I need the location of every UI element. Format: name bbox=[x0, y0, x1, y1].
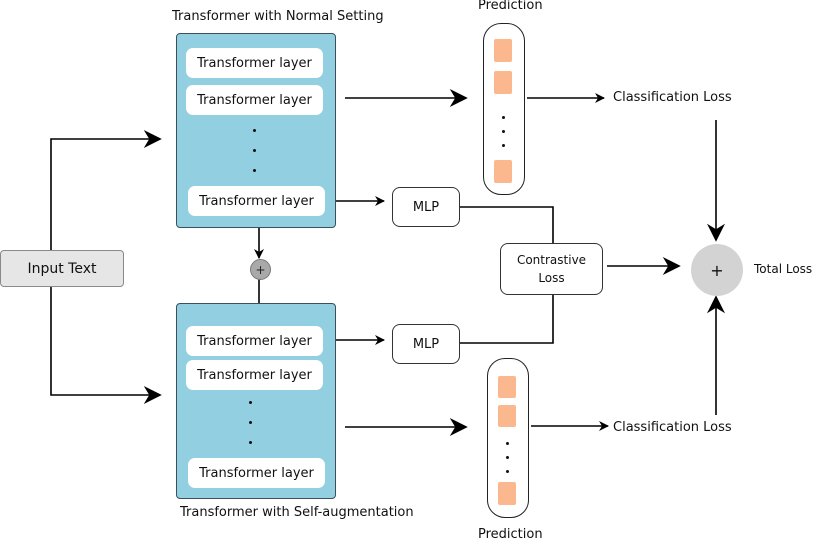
ellipsis-dot bbox=[506, 470, 509, 473]
add-node: + bbox=[250, 259, 271, 280]
contrastive-loss-line2: Loss bbox=[538, 271, 565, 285]
ellipsis-dot bbox=[249, 401, 252, 404]
total-loss-label: Total Loss bbox=[754, 262, 813, 276]
contrastive-loss-box: Contrastive Loss bbox=[500, 243, 603, 295]
ellipsis-dot bbox=[253, 149, 256, 152]
prediction-cell bbox=[494, 71, 512, 94]
prediction-cell bbox=[498, 405, 516, 427]
bottom-prediction-label: Prediction bbox=[478, 527, 543, 542]
bottom-transformer-panel: Transformer layer Transformer layer Tran… bbox=[176, 303, 336, 499]
top-transformer-layer-1: Transformer layer bbox=[186, 48, 323, 78]
plus-icon: + bbox=[710, 260, 724, 280]
bottom-transformer-layer-last: Transformer layer bbox=[188, 458, 325, 488]
top-transformer-title: Transformer with Normal Setting bbox=[172, 9, 384, 24]
ellipsis-dot bbox=[502, 144, 505, 147]
top-transformer-layer-last: Transformer layer bbox=[188, 186, 325, 216]
top-transformer-layer-2: Transformer layer bbox=[186, 85, 323, 115]
bottom-prediction-vector bbox=[487, 358, 529, 518]
contrastive-loss-line1: Contrastive bbox=[516, 253, 587, 267]
ellipsis-dot bbox=[506, 442, 509, 445]
bottom-mlp-to-contrastive-line bbox=[459, 293, 554, 344]
ellipsis-dot bbox=[506, 456, 509, 459]
bottom-mlp-box: MLP bbox=[392, 324, 460, 364]
input-to-bottom-arrow bbox=[50, 285, 162, 404]
ellipsis-dot bbox=[249, 441, 252, 444]
top-prediction-vector bbox=[483, 23, 525, 195]
prediction-cell bbox=[498, 376, 516, 398]
top-mlp-to-contrastive-line bbox=[459, 206, 554, 244]
prediction-cell bbox=[494, 160, 512, 183]
input-text-box: Input Text bbox=[0, 250, 124, 287]
bottom-transformer-layer-1: Transformer layer bbox=[186, 326, 323, 356]
top-transformer-panel: Transformer layer Transformer layer Tran… bbox=[176, 33, 336, 228]
input-to-top-arrow bbox=[50, 130, 162, 250]
top-prediction-label: Prediction bbox=[478, 0, 543, 13]
plus-icon: + bbox=[255, 262, 266, 277]
prediction-cell bbox=[498, 482, 516, 505]
ellipsis-dot bbox=[502, 130, 505, 133]
total-loss-node: + bbox=[691, 244, 743, 296]
bottom-classification-loss: Classification Loss bbox=[613, 420, 732, 435]
ellipsis-dot bbox=[253, 169, 256, 172]
bottom-transformer-layer-2: Transformer layer bbox=[186, 360, 323, 390]
top-mlp-box: MLP bbox=[392, 187, 460, 227]
prediction-cell bbox=[494, 39, 512, 62]
ellipsis-dot bbox=[502, 116, 505, 119]
ellipsis-dot bbox=[253, 129, 256, 132]
bottom-transformer-title: Transformer with Self-augmentation bbox=[180, 505, 414, 520]
top-classification-loss: Classification Loss bbox=[613, 90, 732, 105]
ellipsis-dot bbox=[249, 421, 252, 424]
